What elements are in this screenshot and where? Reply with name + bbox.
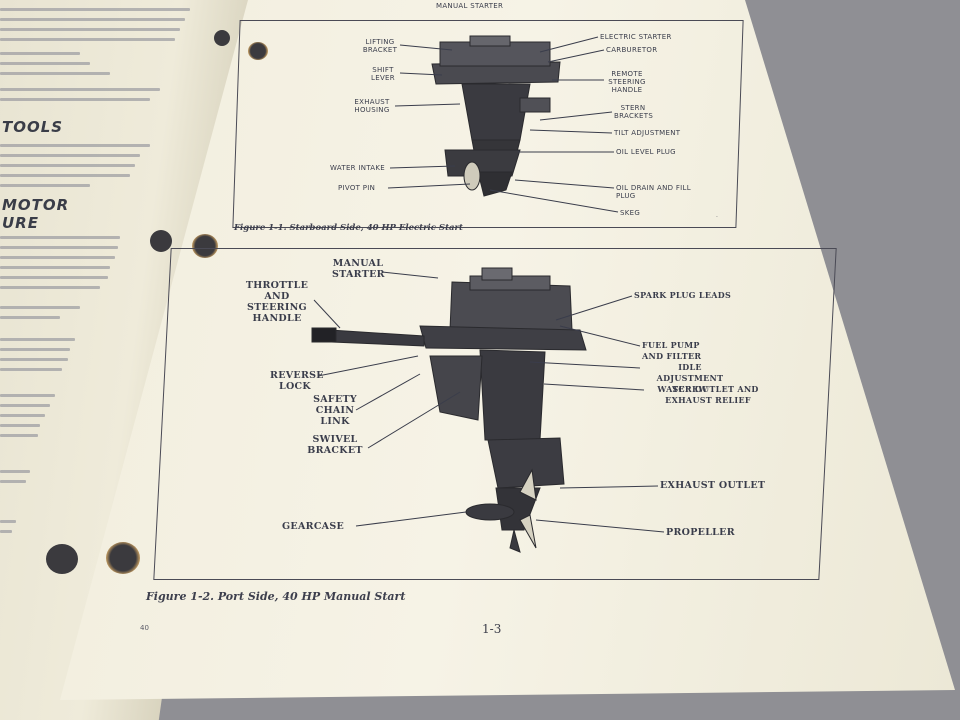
text-line	[0, 530, 12, 533]
callout-electric-starter: ELECTRIC STARTER	[600, 33, 672, 41]
left-page-text: TOOLS MOTOR URE	[0, 0, 210, 720]
callout-swivel-bracket: SWIVEL BRACKET	[307, 434, 363, 456]
text-line	[0, 184, 90, 187]
text-line	[0, 424, 40, 427]
callout-exhaust-outlet: EXHAUST OUTLET	[660, 480, 766, 491]
callout-remote-steering-handle: REMOTE STEERING HANDLE	[608, 70, 646, 94]
text-line	[0, 348, 70, 351]
text-line	[0, 174, 130, 177]
text-line	[0, 338, 75, 341]
callout-idle-adjustment-screw: IDLE ADJUSTMENT SCREW	[656, 362, 724, 394]
callout-water-outlet-exhaust-relief: WATER OUTLET AND EXHAUST RELIEF	[657, 384, 759, 405]
callout-throttle-steering-handle: THROTTLE AND STEERING HANDLE	[245, 280, 309, 324]
callout-spark-plug-leads: SPARK PLUG LEADS	[634, 290, 732, 300]
figure-2-caption: Figure 1-2. Port Side, 40 HP Manual Star…	[146, 590, 406, 603]
callout-shift-lever: SHIFT LEVER	[371, 66, 395, 82]
binder-hole	[248, 42, 268, 60]
callout-manual-starter-2: MANUAL STARTER	[332, 258, 385, 280]
text-line	[0, 286, 100, 289]
binder-hole	[192, 234, 218, 258]
footer-code: 40	[140, 624, 149, 632]
callout-gearcase: GEARCASE	[282, 521, 345, 532]
text-line	[0, 306, 80, 309]
text-line	[0, 246, 118, 249]
heading-tools: TOOLS	[2, 118, 64, 136]
callout-exhaust-housing: EXHAUST HOUSING	[354, 98, 390, 114]
text-line	[0, 236, 120, 239]
callout-manual-starter-1: MANUAL STARTER	[436, 2, 504, 10]
text-line	[0, 480, 26, 483]
text-line	[0, 394, 55, 397]
callout-reverse-lock: REVERSE LOCK	[270, 370, 324, 392]
callout-safety-chain-link: SAFETY CHAIN LINK	[313, 394, 357, 427]
text-line	[0, 434, 38, 437]
text-line	[0, 62, 90, 65]
binder-hole	[214, 30, 230, 46]
text-line	[0, 144, 150, 147]
text-line	[0, 358, 68, 361]
binder-hole	[46, 544, 78, 574]
callout-propeller: PROPELLER	[666, 527, 735, 538]
text-line	[0, 52, 80, 55]
text-line	[0, 520, 16, 523]
text-line	[0, 256, 115, 259]
callout-pivot-pin: PIVOT PIN	[338, 184, 376, 192]
text-line	[0, 18, 185, 21]
callout-oil-level-plug: OIL LEVEL PLUG	[616, 148, 676, 156]
figure-1-leaders	[387, 36, 619, 213]
text-line	[0, 470, 30, 473]
text-line	[0, 414, 45, 417]
text-line	[0, 266, 110, 269]
text-line	[0, 38, 175, 41]
text-line	[0, 28, 180, 31]
text-line	[0, 316, 60, 319]
callout-stern-brackets: STERN BRACKETS	[614, 104, 654, 120]
motor-figure-1	[431, 35, 561, 197]
text-line	[0, 368, 62, 371]
figure-2-leaders	[313, 271, 665, 533]
callout-lifting-bracket: LIFTING BRACKET	[362, 38, 398, 54]
figure-1-code: ·	[716, 214, 718, 221]
text-line	[0, 164, 135, 167]
callout-tilt-adjustment: TILT ADJUSTMENT	[614, 129, 681, 137]
motor-figure-2	[311, 267, 587, 553]
page-number: 1-3	[482, 622, 502, 636]
text-line	[0, 98, 150, 101]
binder-hole	[106, 542, 140, 574]
callout-skeg: SKEG	[620, 209, 641, 217]
text-line	[0, 72, 110, 75]
text-line	[0, 404, 50, 407]
heading-motor: MOTOR	[2, 196, 70, 214]
text-line	[0, 276, 108, 279]
callout-fuel-pump-filter: FUEL PUMP AND FILTER	[642, 340, 702, 361]
text-line	[0, 8, 190, 11]
binder-hole	[150, 230, 172, 252]
callout-oil-drain-fill-plug: OIL DRAIN AND FILL PLUG	[616, 184, 691, 200]
text-line	[0, 88, 160, 91]
heading-ure: URE	[2, 214, 39, 232]
figure-1-caption: Figure 1-1. Starboard Side, 40 HP Electr…	[234, 223, 463, 233]
text-line	[0, 154, 140, 157]
callout-carburetor: CARBURETOR	[606, 46, 658, 54]
callout-water-intake: WATER INTAKE	[330, 164, 386, 172]
